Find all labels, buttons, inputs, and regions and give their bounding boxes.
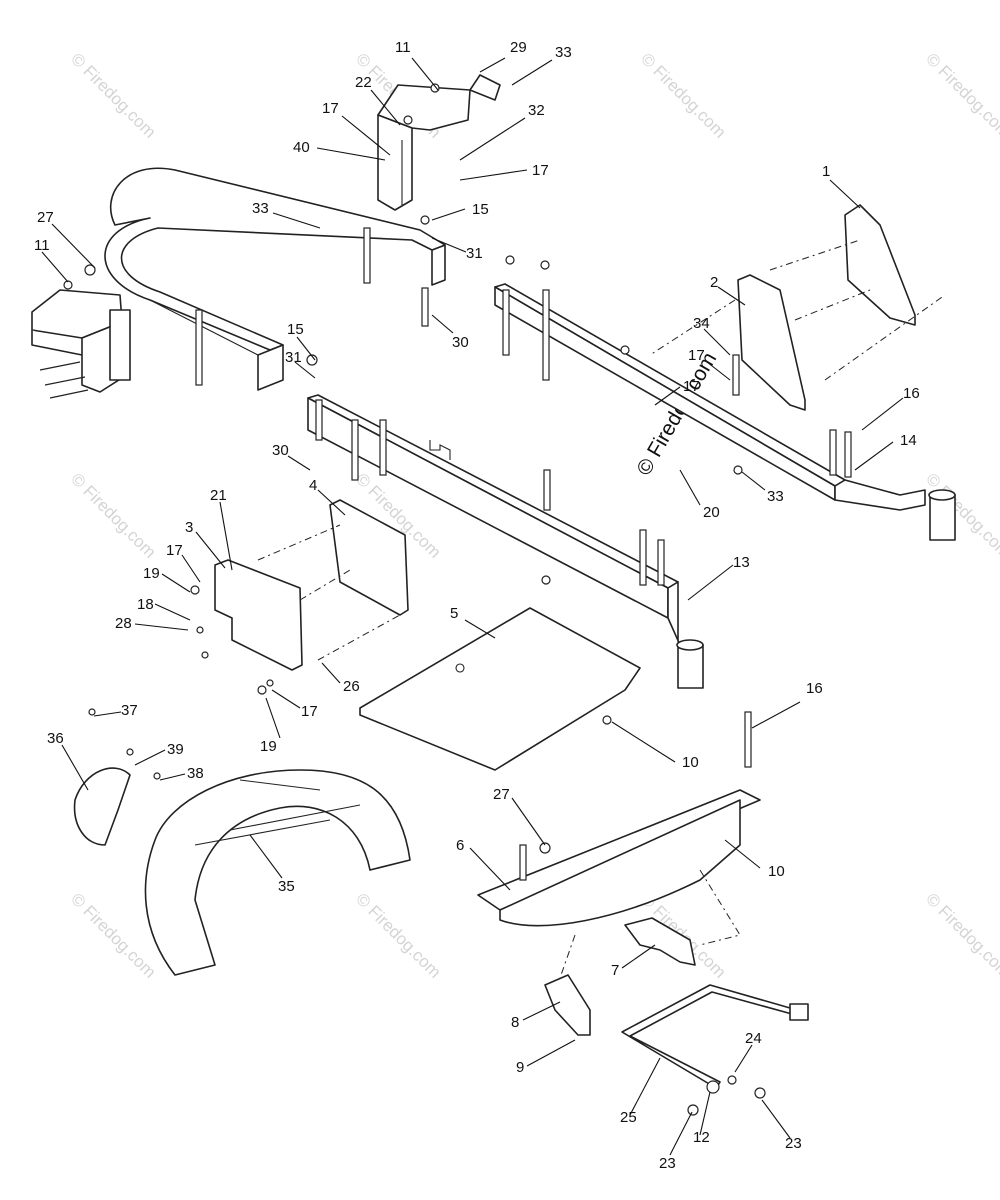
watermark: © Firedog.com bbox=[922, 889, 1000, 981]
callout-label: 23 bbox=[659, 1155, 676, 1172]
callout-label: 17 bbox=[166, 542, 183, 559]
callout-label: 26 bbox=[343, 678, 360, 695]
callout-label: 33 bbox=[555, 44, 572, 61]
callout-label: 19 bbox=[260, 738, 277, 755]
callout-label: 32 bbox=[528, 102, 545, 119]
top-bracket bbox=[377, 74, 501, 211]
right-brackets bbox=[649, 204, 946, 411]
callouts: 11 29 33 22 32 17 40 17 27 33 15 11 31 3… bbox=[34, 39, 920, 1172]
callout-label: 27 bbox=[37, 209, 54, 226]
callout-label: 31 bbox=[285, 349, 302, 366]
callout-label: 5 bbox=[450, 605, 458, 622]
callout-label: 15 bbox=[472, 201, 489, 218]
callout-label: 17 bbox=[322, 100, 339, 117]
leader-lines bbox=[41, 57, 904, 1156]
callout-label: 16 bbox=[903, 385, 920, 402]
callout-label: 13 bbox=[733, 554, 750, 571]
callout-label: 34 bbox=[693, 315, 710, 332]
callout-label: 3 bbox=[185, 519, 193, 536]
callout-label: 38 bbox=[187, 765, 204, 782]
callout-label: 21 bbox=[210, 487, 227, 504]
callout-label: 10 bbox=[682, 754, 699, 771]
fender bbox=[144, 769, 411, 976]
floor-plate bbox=[359, 607, 641, 771]
left-bracket bbox=[31, 264, 131, 399]
callout-label: 17 bbox=[301, 703, 318, 720]
callout-label: 7 bbox=[611, 962, 619, 979]
callout-label: 4 bbox=[309, 477, 317, 494]
callout-label: 23 bbox=[785, 1135, 802, 1152]
callout-label: 28 bbox=[115, 615, 132, 632]
watermark: © Firedog.com bbox=[637, 49, 729, 141]
callout-label: 6 bbox=[456, 837, 464, 854]
callout-label: 19 bbox=[143, 565, 160, 582]
callout-label: 39 bbox=[167, 741, 184, 758]
watermark: © Firedog.com bbox=[67, 469, 159, 561]
callout-label: 33 bbox=[252, 200, 269, 217]
callout-label: 17 bbox=[683, 378, 700, 395]
lower-cross-member bbox=[477, 789, 761, 927]
upper-frame bbox=[104, 167, 446, 391]
callout-label: 27 bbox=[493, 786, 510, 803]
callout-label: 12 bbox=[693, 1129, 710, 1146]
left-brackets bbox=[214, 499, 409, 671]
callout-label: 40 bbox=[293, 139, 310, 156]
rod bbox=[621, 984, 809, 1116]
callout-label: 29 bbox=[510, 39, 527, 56]
watermark: © Firedog.com bbox=[352, 889, 444, 981]
callout-label: 2 bbox=[710, 274, 718, 291]
callout-label: 22 bbox=[355, 74, 372, 91]
callout-label: 36 bbox=[47, 730, 64, 747]
callout-label: 11 bbox=[395, 39, 411, 56]
callout-label: 37 bbox=[121, 702, 138, 719]
callout-label: 30 bbox=[452, 334, 469, 351]
callout-label: 16 bbox=[806, 680, 823, 697]
shield bbox=[73, 767, 131, 846]
callout-label: 14 bbox=[900, 432, 917, 449]
callout-label: 25 bbox=[620, 1109, 637, 1126]
callout-label: 30 bbox=[272, 442, 289, 459]
callout-label: 17 bbox=[532, 162, 549, 179]
callout-label: 15 bbox=[287, 321, 304, 338]
callout-label: 35 bbox=[278, 878, 295, 895]
callout-label: 33 bbox=[767, 488, 784, 505]
watermark: © Firedog.com bbox=[67, 49, 159, 141]
lower-brackets bbox=[544, 869, 741, 1036]
callout-label: 17 bbox=[688, 347, 705, 364]
callout-label: 8 bbox=[511, 1014, 519, 1031]
callout-label: 9 bbox=[516, 1059, 524, 1076]
callout-label: 20 bbox=[703, 504, 720, 521]
middle-crossbar bbox=[307, 394, 704, 689]
callout-label: 18 bbox=[137, 596, 154, 613]
callout-label: 31 bbox=[466, 245, 483, 262]
callout-label: 24 bbox=[745, 1030, 762, 1047]
watermark: © Firedog.com bbox=[922, 49, 1000, 141]
hardware bbox=[88, 215, 852, 881]
callout-label: 10 bbox=[768, 863, 785, 880]
callout-label: 1 bbox=[822, 163, 830, 180]
right-rail bbox=[494, 283, 956, 541]
callout-label: 11 bbox=[34, 237, 50, 254]
